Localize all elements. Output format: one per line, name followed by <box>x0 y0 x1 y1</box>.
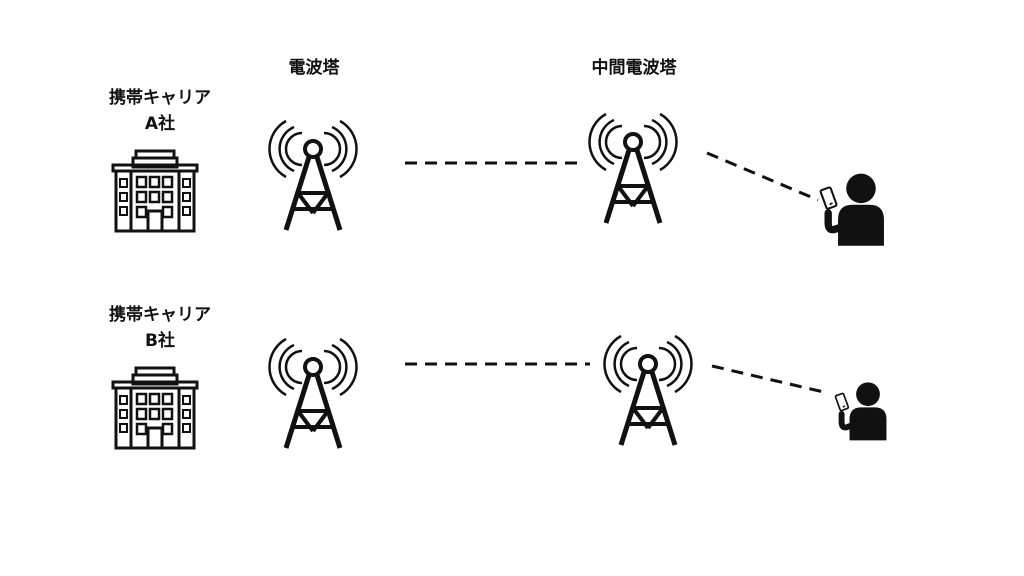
relay-tower-column-header: 中間電波塔 <box>591 58 677 78</box>
carrier-a-building-icon <box>111 149 199 233</box>
carrier-b-building-icon <box>111 366 199 450</box>
carrier-b-person-with-phone-icon <box>835 382 886 440</box>
carrier-a-label-line2: A社 <box>144 114 176 134</box>
carrier-a-relay-to-user-link <box>706 151 819 202</box>
carrier-b-label-line2: B社 <box>145 331 175 351</box>
carrier-a-person-with-phone-icon <box>820 174 884 246</box>
carrier-a-label-line1: 携帯キャリア <box>109 88 211 108</box>
carrier-b-radio-tower-icon <box>269 339 356 448</box>
carrier-b-relay-tower-icon <box>604 336 691 445</box>
tower-column-header: 電波塔 <box>288 58 340 78</box>
carrier-b-label-line1: 携帯キャリア <box>109 305 211 325</box>
carrier-a-relay-tower-icon <box>589 114 676 223</box>
carrier-b-relay-to-user-link <box>711 364 829 395</box>
carrier-a-radio-tower-icon <box>269 121 356 230</box>
